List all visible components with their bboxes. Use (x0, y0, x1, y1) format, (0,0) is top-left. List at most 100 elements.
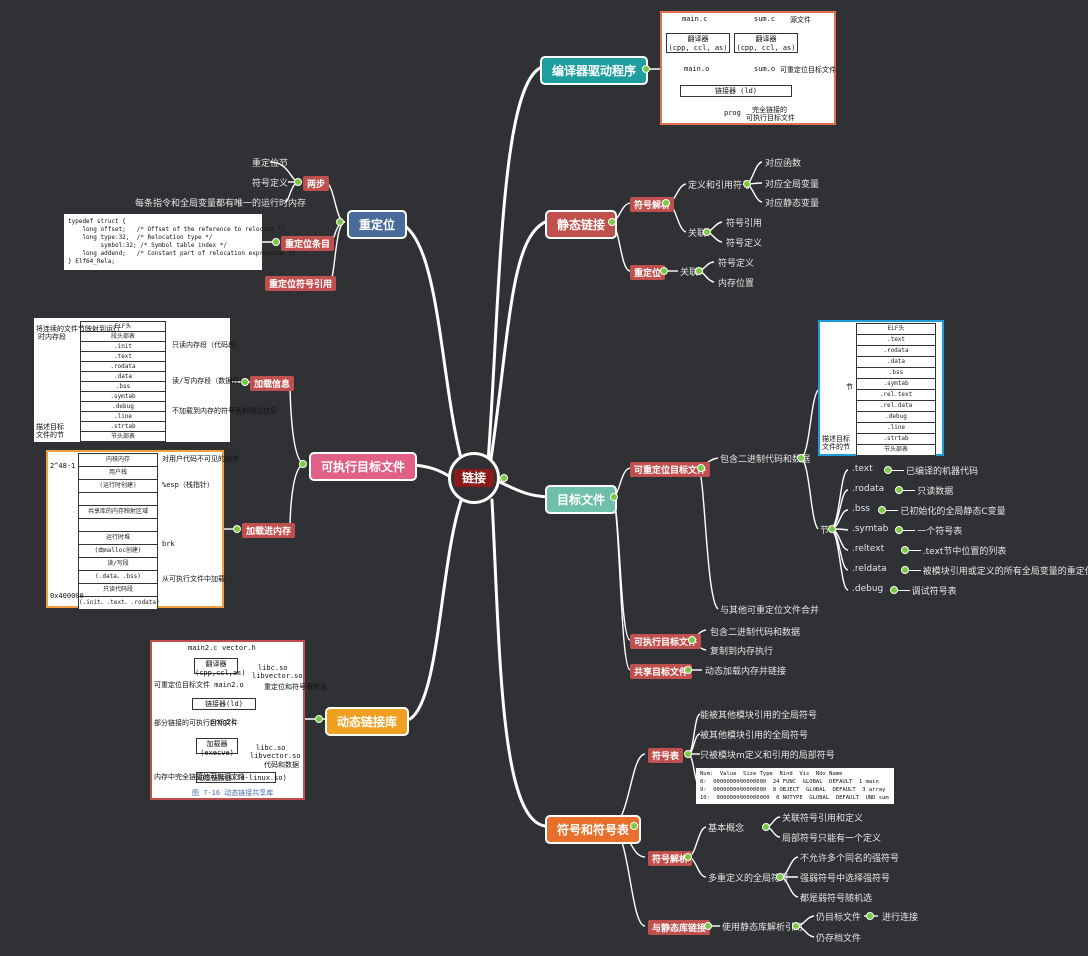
node-symref[interactable]: 符号引用 (726, 219, 763, 229)
collapse-dot[interactable] (315, 715, 323, 723)
node-b2[interactable]: 局部符号只能有一个定义 (782, 834, 882, 844)
node-symres2[interactable]: 符号解析 (648, 851, 693, 866)
node-l2[interactable]: 仍存档文件 (816, 934, 862, 944)
collapse-dot[interactable] (762, 823, 770, 831)
collapse-dot[interactable] (797, 454, 805, 462)
collapse-dot[interactable] (895, 526, 904, 534)
collapse-dot[interactable] (695, 267, 703, 275)
collapse-dot[interactable] (704, 922, 712, 930)
node-loadinfo[interactable]: 加载信息 (250, 376, 295, 391)
collapse-dot[interactable] (241, 378, 249, 386)
node-m2[interactable]: 强弱符号中选择强符号 (800, 874, 891, 884)
collapse-dot[interactable] (630, 822, 638, 830)
collapse-dot[interactable] (660, 267, 668, 275)
node-m1[interactable]: 不允许多个同名的强符号 (800, 854, 900, 864)
center-topic[interactable]: 链接 (454, 469, 494, 487)
node-loadmem[interactable]: 加载进内存 (242, 523, 296, 538)
section-description[interactable]: 一个符号表 (917, 527, 963, 537)
node-assoc2[interactable]: 关联 (680, 268, 699, 278)
collapse-dot[interactable] (828, 525, 836, 533)
node-s1[interactable]: 能被其他模块引用的全局符号 (700, 711, 818, 721)
branch-dynamic-lib[interactable]: 动态链接库 (325, 707, 410, 736)
node-combine[interactable]: 与其他可重定位文件合并 (720, 606, 820, 616)
node-b1[interactable]: 关联符号引用和定义 (782, 814, 864, 824)
section-name[interactable]: .reldata (852, 564, 887, 574)
section-description[interactable]: 已编译的机器代码 (906, 467, 979, 477)
collapse-dot[interactable] (743, 180, 751, 188)
collapse-dot[interactable] (895, 486, 904, 494)
collapse-dot[interactable] (294, 178, 302, 186)
node-r1[interactable]: 重定位节 (252, 159, 289, 169)
section-name[interactable]: .bss (852, 504, 870, 514)
node-func[interactable]: 对应函数 (765, 159, 802, 169)
node-staticlib[interactable]: 与静态库链接 (648, 920, 711, 935)
section-name[interactable]: .reltext (852, 544, 885, 554)
branch-symbols[interactable]: 符号和符号表 (545, 815, 642, 844)
collapse-dot[interactable] (642, 65, 650, 73)
node-l1[interactable]: 仍目标文件 (816, 913, 862, 923)
node-contains2[interactable]: 包含二进制代码和数据 (710, 628, 801, 638)
node-s3[interactable]: 只被模块m定义和引用的局部符号 (700, 751, 835, 761)
collapse-dot[interactable] (688, 636, 696, 644)
node-symref-reloc[interactable]: 重定位符号引用 (265, 276, 337, 291)
node-memloc[interactable]: 内存位置 (718, 279, 755, 289)
node-s2[interactable]: 被其他模块引用的全局符号 (700, 731, 809, 741)
collapse-dot[interactable] (608, 218, 616, 226)
section-description[interactable]: 已初始化的全局静态C变量 (900, 507, 1006, 517)
collapse-dot[interactable] (697, 464, 705, 472)
collapse-dot[interactable] (878, 506, 887, 514)
collapse-dot[interactable] (792, 922, 800, 930)
node-svar[interactable]: 对应静态变量 (765, 199, 820, 209)
node-basic[interactable]: 基本概念 (708, 824, 745, 834)
collapse-dot[interactable] (336, 218, 344, 226)
section-description[interactable]: 调试符号表 (911, 587, 957, 597)
collapse-dot[interactable] (662, 199, 670, 207)
node-r3[interactable]: 每条指令和全局变量都有唯一的运行时内存 (135, 199, 307, 209)
collapse-dot[interactable] (500, 474, 508, 482)
node-m3[interactable]: 都是弱符号随机选 (800, 894, 873, 904)
node-assoc[interactable]: 关联 (688, 229, 707, 239)
section-name[interactable]: .text (852, 464, 873, 474)
section-description[interactable]: 被模块引用或定义的所有全局变量的重定位信息 (922, 567, 1088, 577)
collapse-dot[interactable] (233, 525, 241, 533)
node-copy[interactable]: 复制到内存执行 (710, 647, 774, 657)
section-name[interactable]: .symtab (852, 524, 889, 534)
node-steps[interactable]: 两步 (303, 176, 330, 191)
node-multi[interactable]: 多重定义的全局符号 (708, 874, 790, 884)
node-r2[interactable]: 符号定义 (252, 179, 289, 189)
node-gvar[interactable]: 对应全局变量 (765, 180, 820, 190)
node-entry[interactable]: 重定位条目 (281, 236, 335, 251)
node-symdef[interactable]: 符号定义 (726, 239, 763, 249)
collapse-dot[interactable] (272, 238, 280, 246)
collapse-dot[interactable] (703, 228, 711, 236)
collapse-dot[interactable] (610, 493, 618, 501)
node-defref[interactable]: 定义和引用符号 (688, 181, 752, 191)
node-symdef2[interactable]: 符号定义 (718, 259, 755, 269)
section-name[interactable]: .debug (852, 584, 884, 594)
node-uselib[interactable]: 使用静态库解析引用 (722, 923, 804, 933)
branch-compiler[interactable]: 编译器驱动程序 (540, 56, 649, 85)
collapse-dot[interactable] (900, 566, 909, 574)
node-symtab[interactable]: 符号表 (648, 748, 684, 763)
collapse-dot[interactable] (889, 586, 898, 594)
section-description[interactable]: .text节中位置的列表 (922, 547, 1007, 557)
node-executable[interactable]: 可执行目标文件 (630, 634, 702, 649)
node-dynload[interactable]: 动态加载内存并链接 (705, 667, 787, 677)
collapse-dot[interactable] (684, 750, 692, 758)
collapse-dot[interactable] (866, 912, 874, 920)
node-contains[interactable]: 包含二进制代码和数据 (720, 455, 811, 465)
collapse-dot[interactable] (884, 466, 892, 474)
section-description[interactable]: 只读数据 (917, 487, 954, 497)
collapse-dot[interactable] (776, 873, 784, 881)
node-shared[interactable]: 共享目标文件 (630, 664, 693, 679)
branch-object-file[interactable]: 目标文件 (545, 485, 618, 514)
node-section[interactable]: 节 (820, 526, 830, 536)
section-name[interactable]: .rodata (852, 484, 885, 494)
collapse-dot[interactable] (900, 546, 909, 554)
collapse-dot[interactable] (299, 460, 307, 468)
branch-executable[interactable]: 可执行目标文件 (309, 452, 418, 481)
node-l3[interactable]: 进行连接 (882, 913, 919, 923)
node-relocatable[interactable]: 可重定位目标文件 (630, 462, 711, 477)
branch-relocation[interactable]: 重定位 (347, 210, 408, 239)
node-reloc[interactable]: 重定位 (630, 265, 666, 280)
